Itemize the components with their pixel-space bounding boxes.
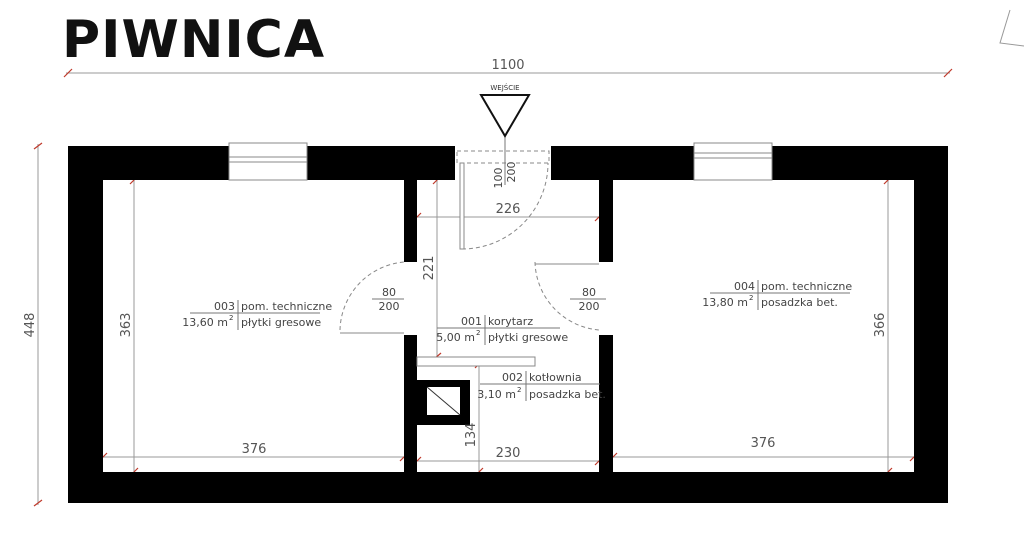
svg-text:5,00 m: 5,00 m xyxy=(436,331,475,344)
room-003-label: 003 pom. techniczne 13,60 m 2 płytki gre… xyxy=(182,300,332,329)
dim-boiler-depth: 134 xyxy=(464,423,479,448)
dim-right-room-width: 376 xyxy=(751,436,776,451)
room-002-label: 002 kotłownia 3,10 m 2 posadzka bet. xyxy=(477,371,606,401)
dim-right-room-height: 366 xyxy=(873,313,888,338)
dim-left-room-width: 376 xyxy=(242,442,267,457)
left-door-width: 80 xyxy=(382,286,396,299)
svg-text:płytki gresowe: płytki gresowe xyxy=(241,316,321,329)
door-left xyxy=(339,261,405,334)
svg-text:2: 2 xyxy=(749,294,753,302)
window-left xyxy=(228,142,308,181)
svg-text:001: 001 xyxy=(461,315,482,328)
dim-corridor-width: 226 xyxy=(496,202,521,217)
entrance-door xyxy=(456,136,550,250)
entrance-arrow-icon xyxy=(479,94,531,138)
svg-text:2: 2 xyxy=(517,386,521,394)
partition-wall xyxy=(416,356,536,367)
dim-corridor-depth: 221 xyxy=(422,256,437,281)
chimney xyxy=(417,380,470,425)
left-door-height: 200 xyxy=(379,300,400,313)
entrance-door-width: 100 xyxy=(492,168,505,189)
door-right xyxy=(534,261,600,331)
svg-text:pom. techniczne: pom. techniczne xyxy=(241,300,332,313)
dim-boiler-width: 230 xyxy=(496,446,521,461)
room-001-label: 001 korytarz 5,00 m 2 płytki gresowe xyxy=(436,315,568,344)
svg-text:003: 003 xyxy=(214,300,235,313)
svg-text:3,10 m: 3,10 m xyxy=(477,388,516,401)
svg-text:pom. techniczne: pom. techniczne xyxy=(761,280,852,293)
svg-text:002: 002 xyxy=(502,371,523,384)
svg-text:kotłownia: kotłownia xyxy=(529,371,582,384)
svg-text:2: 2 xyxy=(476,329,480,337)
svg-text:posadzka bet.: posadzka bet. xyxy=(529,388,606,401)
svg-text:2: 2 xyxy=(229,314,233,322)
window-right xyxy=(693,142,773,181)
dim-total-width: 1100 xyxy=(491,58,524,73)
entrance-label: WEJŚCIE xyxy=(490,83,519,92)
dim-left-room-height: 363 xyxy=(119,313,134,338)
page-title: PIWNICA xyxy=(62,10,326,70)
svg-text:13,80 m: 13,80 m xyxy=(702,296,748,309)
north-marker xyxy=(999,9,1024,47)
svg-text:płytki gresowe: płytki gresowe xyxy=(488,331,568,344)
svg-text:13,60 m: 13,60 m xyxy=(182,316,228,329)
svg-text:004: 004 xyxy=(734,280,755,293)
room-004-label: 004 pom. techniczne 13,80 m 2 posadzka b… xyxy=(702,280,852,309)
svg-text:posadzka bet.: posadzka bet. xyxy=(761,296,838,309)
svg-text:korytarz: korytarz xyxy=(488,315,533,328)
right-door-width: 80 xyxy=(582,286,596,299)
right-door-height: 200 xyxy=(579,300,600,313)
entrance-door-height: 200 xyxy=(505,162,518,183)
dim-total-height: 448 xyxy=(23,313,38,338)
